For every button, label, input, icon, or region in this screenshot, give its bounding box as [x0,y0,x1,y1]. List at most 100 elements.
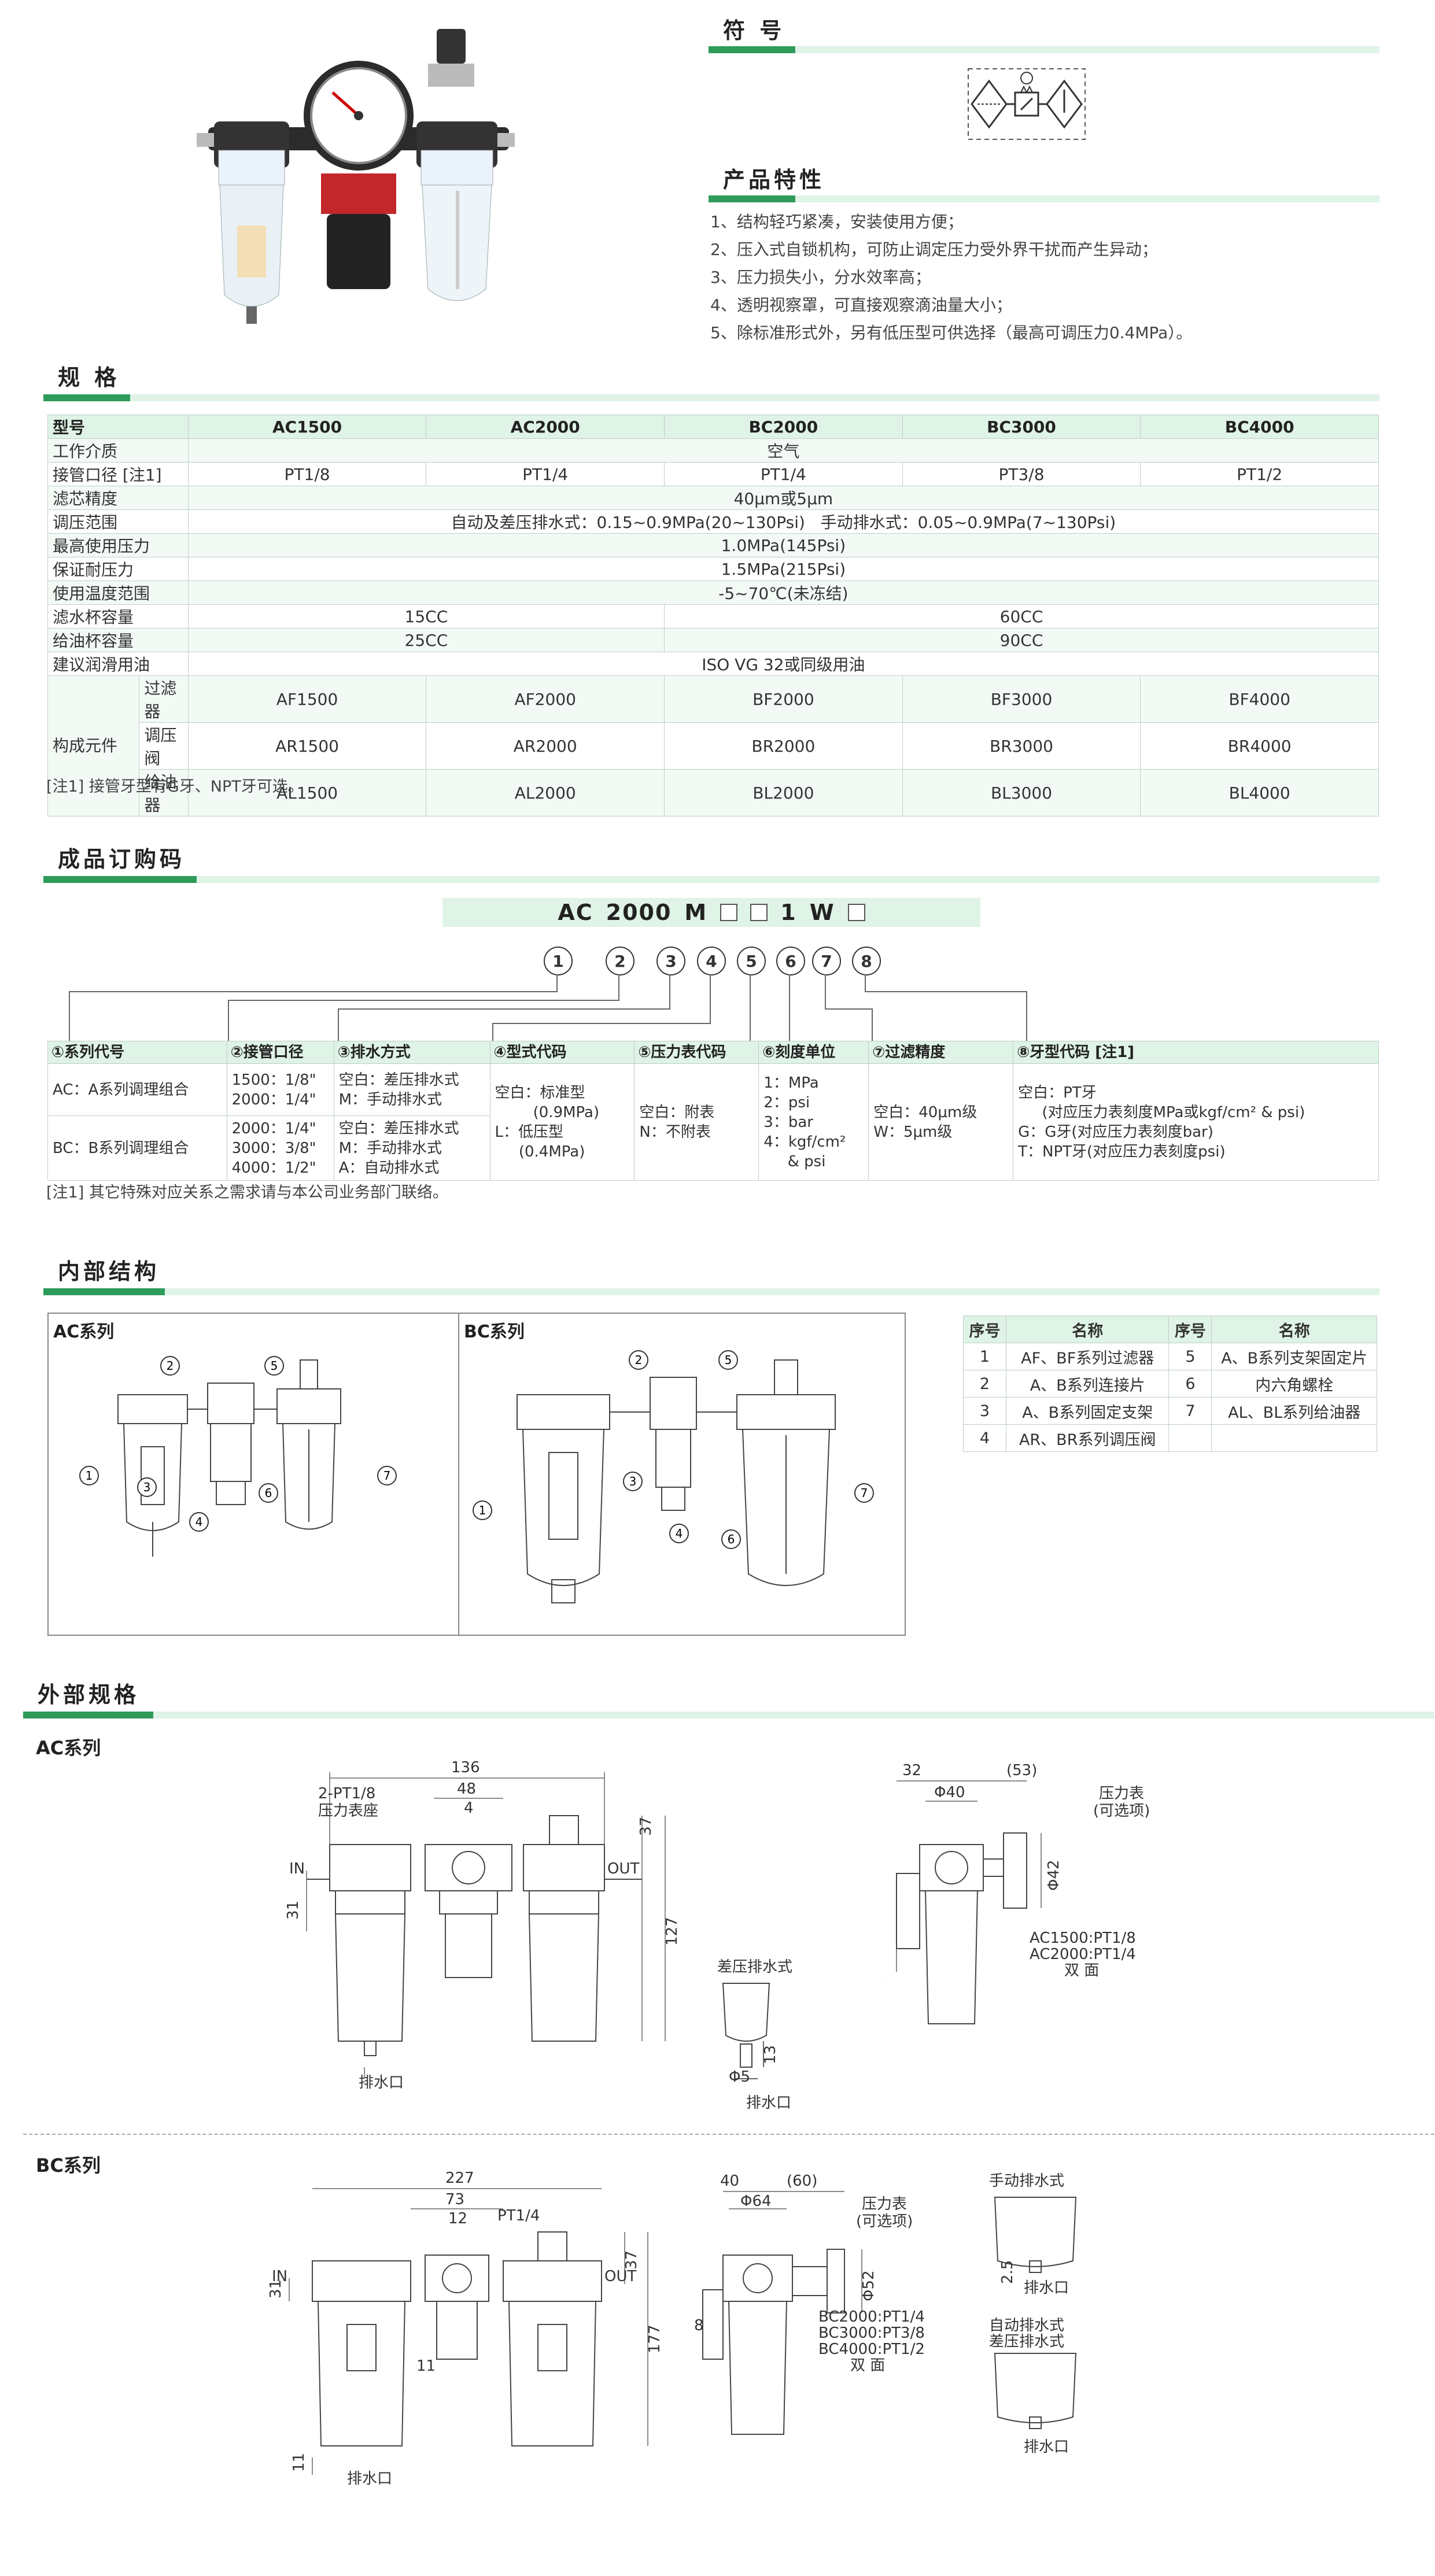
svg-text:1: 1 [86,1469,93,1483]
ac-port-label: 2-PT1/8 [318,1785,375,1802]
spec-cell: AF1500 [187,675,427,723]
parts-cell: A、B系列连接片 [1005,1370,1170,1398]
spec-row: 接管口径 [注1] PT1/8 PT1/4 PT1/4 PT3/8 PT1/2 [47,462,1379,486]
order-port-ac: 1500：1/8" 2000：1/4" [226,1063,334,1116]
parts-cell: 5 [1168,1343,1212,1370]
ac-dim-4: 4 [464,1799,474,1817]
symbol-title: 符 号 [723,18,785,43]
parts-cell: 7 [1168,1397,1212,1425]
svg-text:6: 6 [265,1486,272,1500]
ac-drain-label: 排水口 [359,2074,404,2091]
order-series-bc: BC：B系列调理组合 [47,1115,227,1181]
order-leader-lines [69,974,1027,1041]
ac-dim-127: 127 [663,1917,681,1946]
code-number: 4 [697,947,726,975]
feature-item: 1、结构轻巧紧凑，安装使用方便； [710,212,964,231]
order-header: ④型式代码 [489,1041,635,1064]
order-row: AC：A系列调理组合 1500：1/8" 2000：1/4" 空白：差压排水式 … [47,1063,1379,1181]
ac-dim-13: 13 [762,2045,779,2064]
code-number: 3 [656,947,685,975]
bc-side-dim-phi52: Φ52 [860,2270,877,2301]
spec-row: 保证耐压力 1.5MPa(215Psi) [47,557,1379,581]
features-list: 1、结构轻巧紧凑，安装使用方便； 2、压入式自锁机构，可防止调定压力受外界干扰而… [710,208,1427,347]
spec-row: 调压范围 自动及差压排水式：0.15~0.9MPa(20~130Psi) 手动排… [47,509,1379,534]
ac-in-label: IN [289,1860,305,1878]
ac-diff-drain-drawing: 差压排水式 13 Φ5 排水口 [717,1958,792,2112]
ac-ports-a: AC1500:PT1/8 [1030,1930,1136,1947]
svg-text:5: 5 [725,1353,732,1367]
bc-ports-a: BC2000:PT1/4 [818,2308,925,2326]
order-row: BC：B系列调理组合 2000：1/4" 3000：3/8" 4000：1/2"… [47,1115,1379,1181]
code-number: 5 [737,947,766,975]
code-port: 2000 [606,900,672,925]
spec-row: 建议润滑用油 ISO VG 32或同级用油 [47,652,1379,676]
spec-row-value: -5~70℃(未冻结) [187,581,1379,605]
bc-double-sided: 双 面 [850,2357,885,2374]
bc-dimension-drawing: 227 73 12 37 177 31 11 11 PT1/4 IN OUT 排… [267,2170,663,2488]
order-type: 空白：标准型 (0.9MPa) L：低压型 (0.4MPa) [489,1063,635,1181]
spec-comp-name: 给油器 [139,769,189,816]
svg-text:7: 7 [861,1486,868,1500]
feature-item: 4、透明视察罩，可直接观察滴油量大小； [710,295,1012,315]
spec-row: 调压阀 AR1500 AR2000 BR2000 BR3000 BR4000 [48,722,1379,770]
spec-cell: PT1/2 [1140,462,1379,486]
bc-gauge-label: 压力表 [862,2196,907,2213]
code-number: 1 [544,947,573,975]
code-unit: 1 [780,900,797,925]
spec-cell: PT1/4 [426,462,665,486]
ac-dimension-drawing: 136 48 4 37 127 31 2-PT1/8 压力表座 IN OUT 排… [285,1759,681,2091]
ac-diff-drain-label: 差压排水式 [717,1958,792,1976]
spec-header-col: AC2000 [426,415,665,439]
product-photo [174,17,532,347]
svg-text:6: 6 [728,1532,735,1546]
order-header: ⑧牙型代码 [注1] [1013,1041,1379,1064]
ac-double-sided: 双 面 [1064,1962,1099,1979]
symbol-rule [709,46,1379,53]
order-drain-ac: 空白：差压排水式 M：手动排水式 [333,1063,490,1116]
spec-row: 给油器 AL1500 AL2000 BL2000 BL3000 BL4000 [48,769,1379,816]
ac-dim-phi5: Φ5 [729,2068,750,2086]
parts-row: 1 AF、BF系列过滤器 5 A、B系列支架固定片 [963,1343,1377,1370]
spec-cell: BL2000 [664,769,903,816]
bc-drain-dim-2-5: 2.5 [999,2260,1016,2284]
bc-ports-b: BC3000:PT3/8 [818,2324,925,2342]
ac-side-dim-phi42: Φ42 [1045,1860,1063,1891]
pneumatic-symbol [966,66,1087,142]
order-table: ①系列代号 ②接管口径 ③排水方式 ④型式代码 ⑤压力表代码 ⑥刻度单位 ⑦过滤… [47,1041,1379,1181]
bc-dim-11a: 11 [416,2357,436,2375]
bc-dim-177: 177 [646,2324,663,2353]
ac-dim-136: 136 [451,1759,480,1776]
internal-ac-label: AC系列 [53,1322,115,1342]
spec-row-value: 40μm或5μm [187,486,1379,510]
code-number: 8 [852,947,881,975]
svg-text:2: 2 [167,1359,174,1373]
ac-dim-31: 31 [285,1901,302,1920]
bc-manual-drain-label: 手动排水式 [989,2172,1064,2190]
order-header: ⑤压力表代码 [634,1041,759,1064]
parts-header-row: 序号 名称 序号 名称 [963,1315,1377,1343]
bc-dim-12: 12 [448,2210,467,2227]
parts-cell [1168,1424,1212,1452]
spec-row: 给油杯容量 25CC 90CC [47,628,1379,652]
spec-row-value: 空气 [187,438,1379,463]
parts-cell: AF、BF系列过滤器 [1005,1343,1170,1370]
bc-dim-73: 73 [445,2191,464,2208]
order-header: ①系列代号 [47,1041,227,1064]
spec-cell: BR2000 [664,722,903,770]
internal-title: 内部结构 [58,1259,160,1284]
code-filter: W [809,900,835,925]
spec-cell: PT3/8 [902,462,1141,486]
parts-row: 2 A、B系列连接片 6 内六角螺栓 [963,1370,1377,1398]
bc-auto-drain-outlet: 排水口 [1024,2438,1069,2456]
bc-side-dim-phi64: Φ64 [740,2193,772,2210]
code-series: AC [558,900,593,925]
spec-cell: AF2000 [426,675,665,723]
parts-header: 序号 [963,1315,1006,1343]
spec-row-value: ISO VG 32或同级用油 [187,652,1379,676]
parts-cell: AR、BR系列调压阀 [1005,1424,1170,1452]
bc-out-label: OUT [604,2268,636,2285]
spec-header-row: 型号 AC1500 AC2000 BC2000 BC3000 BC4000 [47,415,1379,439]
spec-header-col: AC1500 [187,415,427,439]
